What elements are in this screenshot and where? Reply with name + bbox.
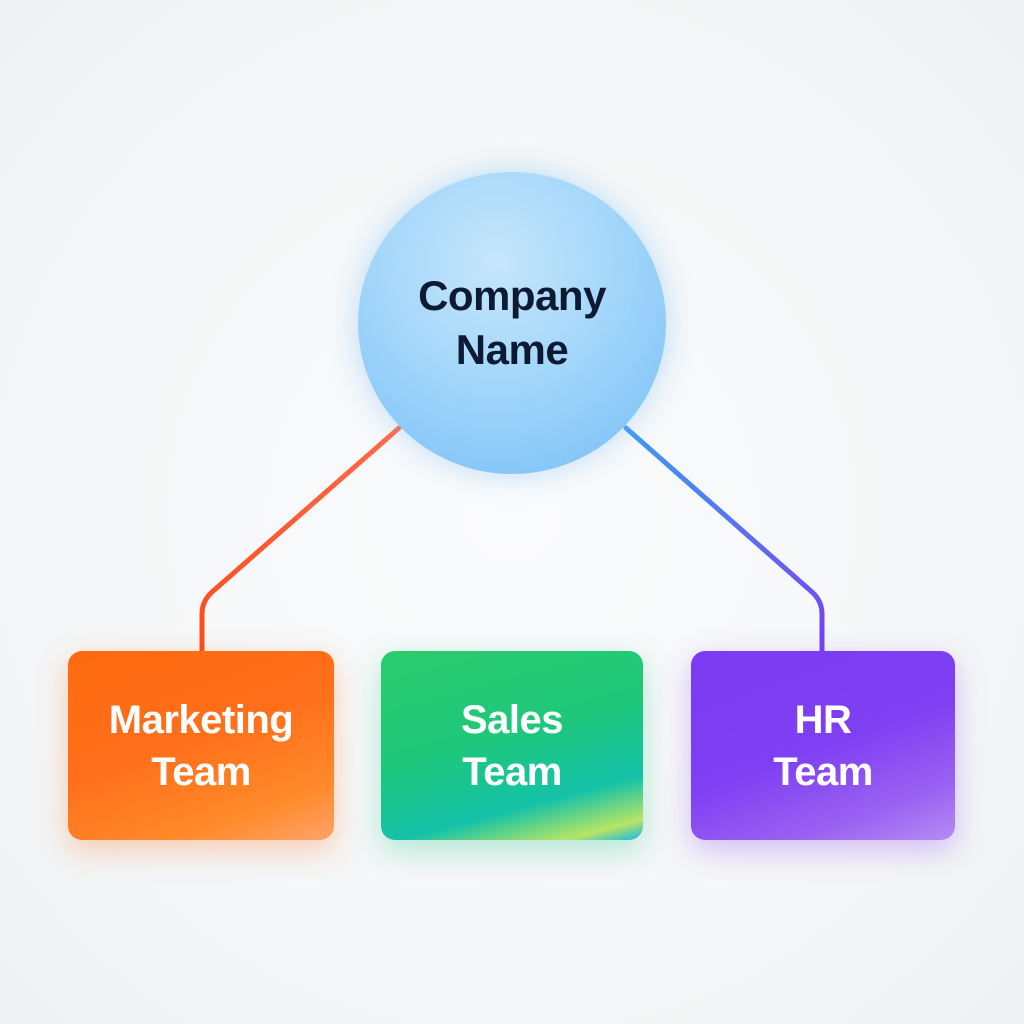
hr-team-label: HR Team xyxy=(773,694,873,798)
sales-team-label: Sales Team xyxy=(460,694,564,798)
sales-team-line1: Sales xyxy=(460,697,564,742)
hr-team-node[interactable]: HR Team xyxy=(691,651,955,840)
company-node[interactable]: Company Name xyxy=(358,172,666,474)
connector-marketing xyxy=(199,425,402,654)
marketing-team-line2: Team xyxy=(151,749,251,794)
sales-team-node[interactable]: Sales Team xyxy=(381,651,643,840)
marketing-team-line1: Marketing xyxy=(108,697,294,742)
connector-hr xyxy=(623,425,825,654)
sales-team-line2: Team xyxy=(462,749,562,794)
company-node-label: Company Name xyxy=(392,269,632,377)
company-node-line1: Company xyxy=(418,272,606,319)
hr-team-line1: HR xyxy=(794,697,852,742)
marketing-team-label: Marketing Team xyxy=(108,694,294,798)
company-node-line2: Name xyxy=(455,326,569,373)
marketing-team-node[interactable]: Marketing Team xyxy=(68,651,334,840)
hr-team-line2: Team xyxy=(773,749,873,794)
